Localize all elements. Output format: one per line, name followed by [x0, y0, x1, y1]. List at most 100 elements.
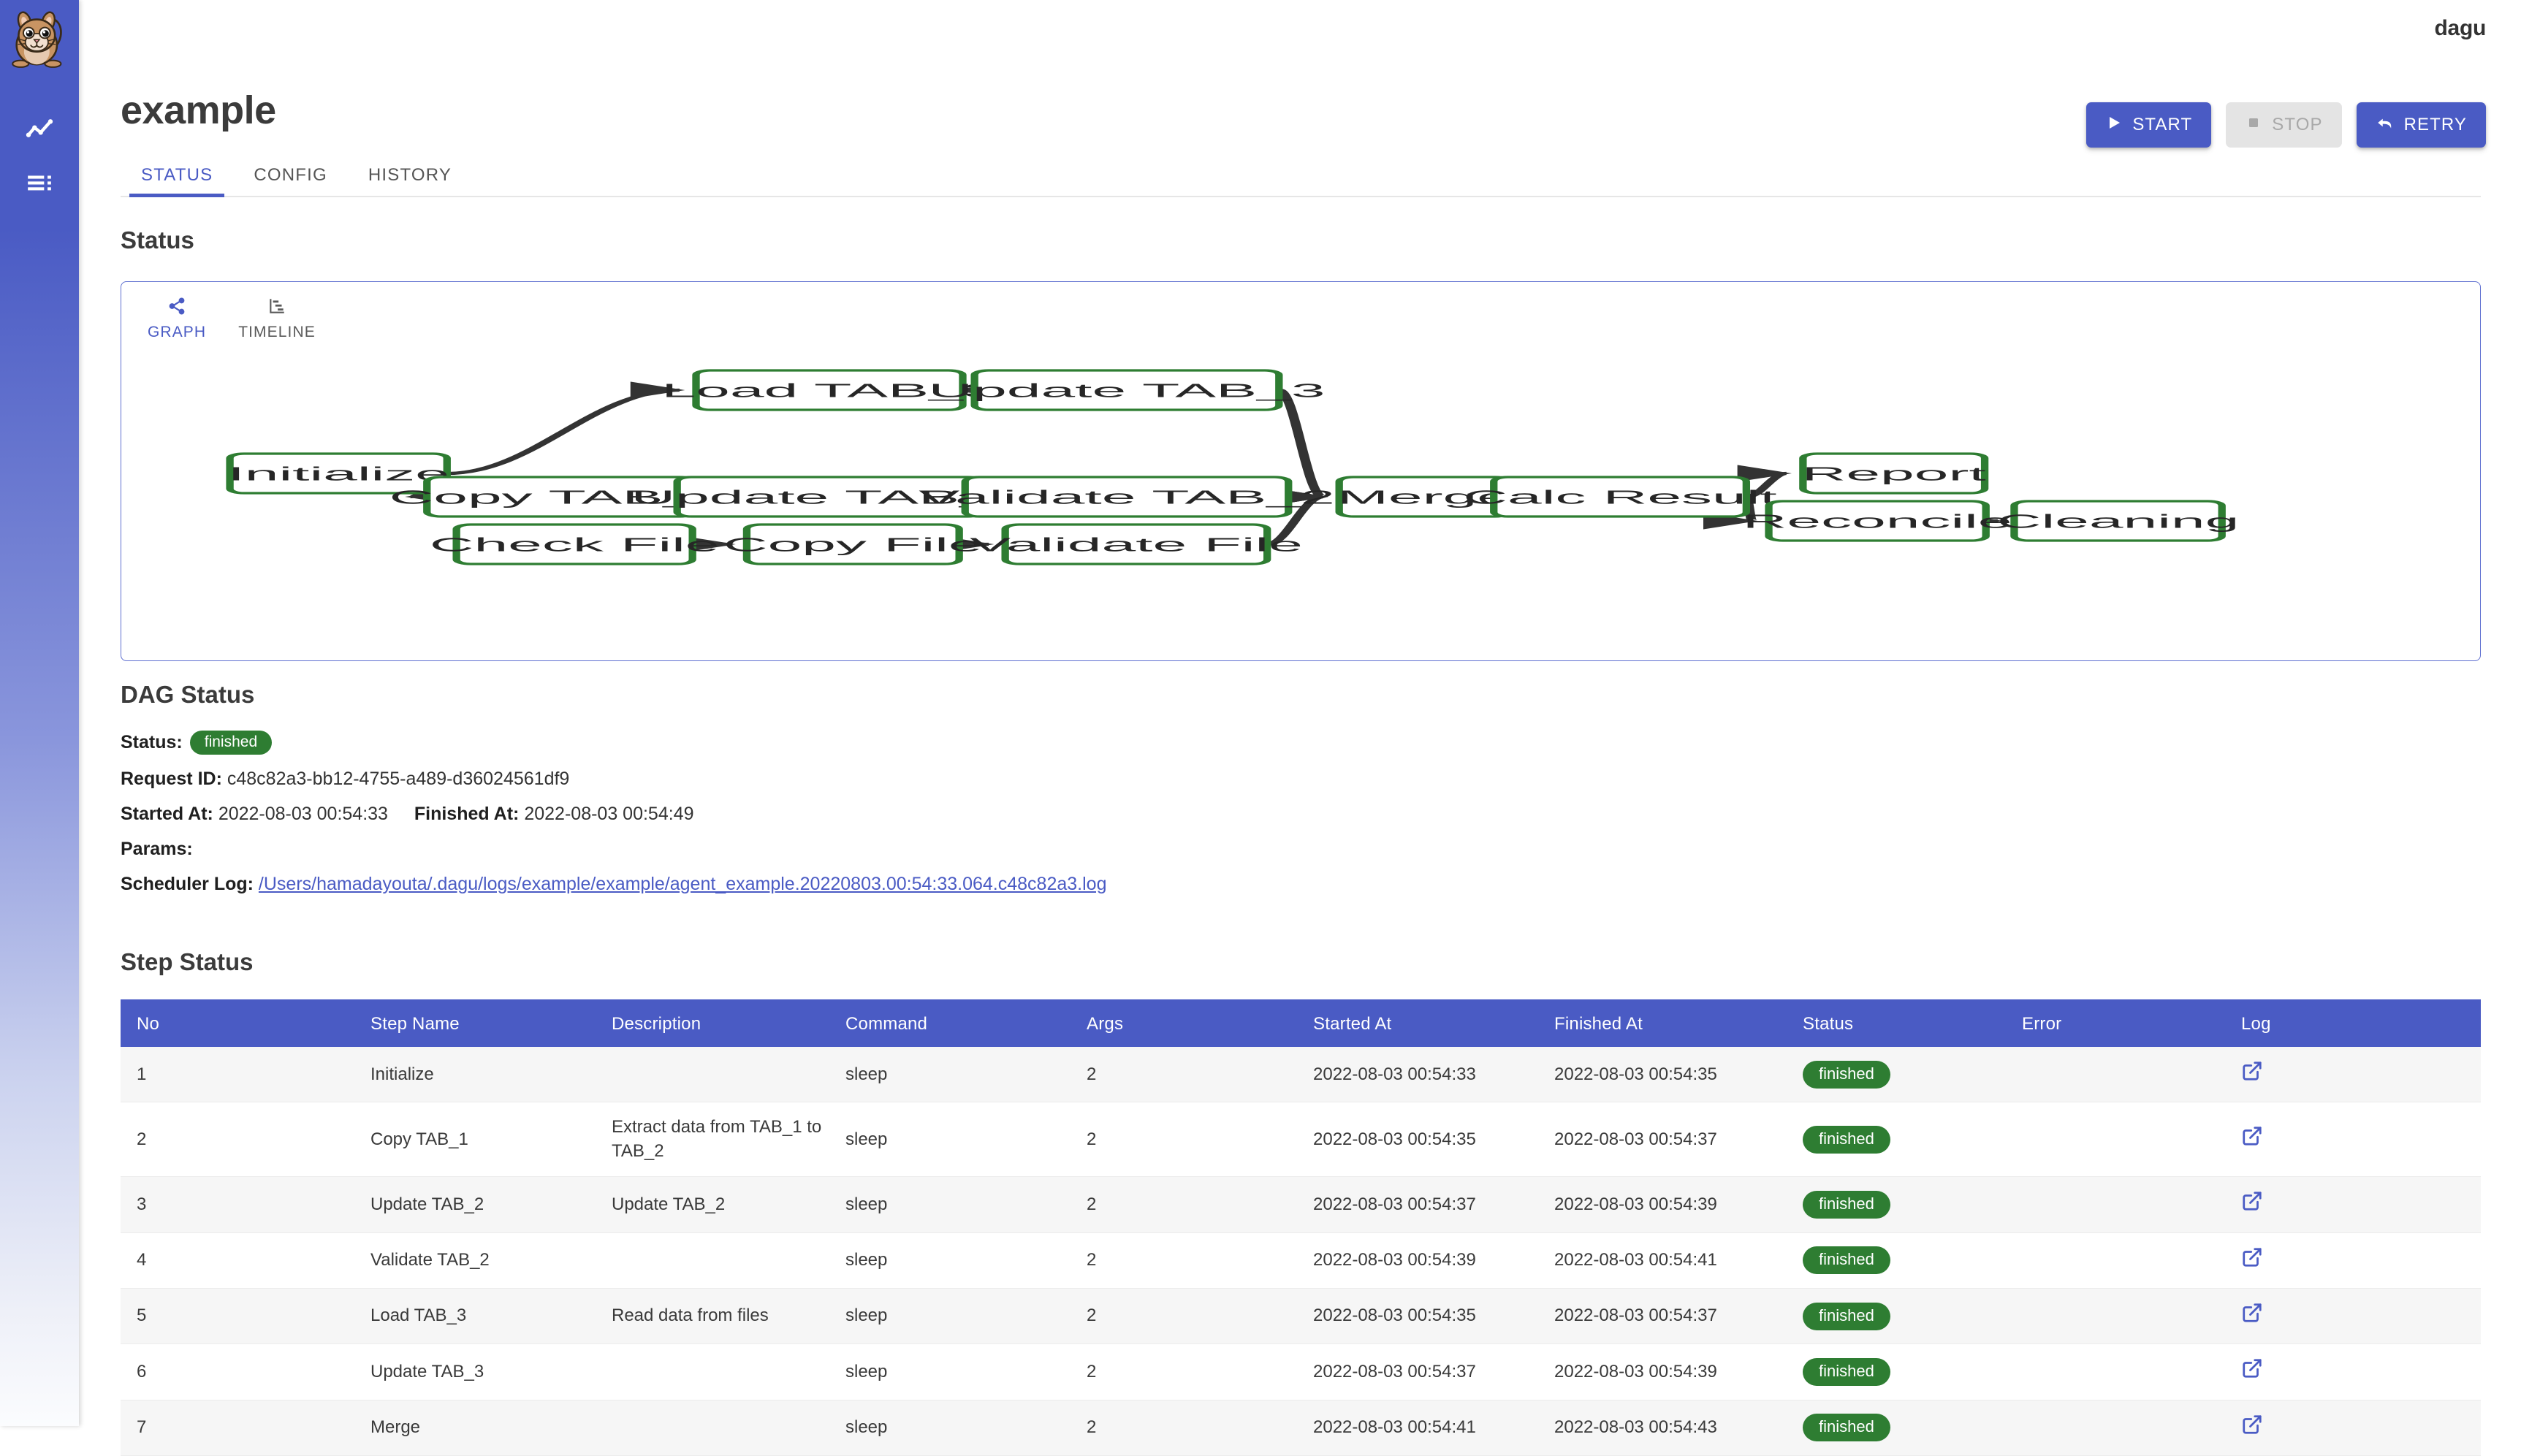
dag-node-merge[interactable]: Merge	[1335, 476, 1513, 518]
status-badge: finished	[1803, 1246, 1890, 1275]
dag-node-load_tab3[interactable]: Load TAB_3	[661, 369, 997, 411]
status-badge: finished	[189, 731, 273, 755]
cell-description	[596, 1047, 829, 1102]
col-status[interactable]: Status	[1787, 1000, 2006, 1047]
tab-config[interactable]: CONFIG	[254, 165, 327, 185]
external-link-icon[interactable]	[2241, 1192, 2263, 1216]
dag-node-copy_file[interactable]: Copy File	[723, 523, 983, 565]
cell-started-at: 2022-08-03 00:54:33	[1313, 1064, 1476, 1084]
cell-description: Update TAB_2	[612, 1194, 726, 1214]
cell-log[interactable]	[2225, 1102, 2481, 1177]
dag-node-initialize[interactable]: Initialize	[226, 452, 451, 495]
cell-log[interactable]	[2225, 1047, 2481, 1102]
cell-step-name: Merge	[370, 1417, 421, 1438]
dag-node-report[interactable]: Report	[1799, 452, 1989, 495]
status-badge: finished	[1803, 1414, 1890, 1442]
col-log[interactable]: Log	[2225, 1000, 2481, 1047]
play-icon	[2105, 114, 2123, 137]
tab-status[interactable]: STATUS	[121, 155, 233, 197]
cell-step-name: Initialize	[370, 1064, 434, 1084]
cell-error	[2006, 1102, 2225, 1177]
cell-status: finished	[1787, 1400, 2006, 1455]
finished-at-label: Finished At:	[414, 804, 520, 824]
graph-view-tab-timeline[interactable]: TIMELINE	[238, 297, 316, 341]
cell-no: 5	[137, 1306, 147, 1326]
cell-error	[2006, 1400, 2225, 1455]
cell-log[interactable]	[2225, 1400, 2481, 1455]
sidebar-item-dashboard[interactable]	[0, 110, 79, 153]
cell-description	[596, 1232, 829, 1288]
col-started-at[interactable]: Started At	[1297, 1000, 1538, 1047]
cell-status: finished	[1787, 1288, 2006, 1343]
external-link-icon[interactable]	[2241, 1127, 2263, 1151]
started-at-label: Started At:	[121, 804, 213, 824]
cell-log[interactable]	[2225, 1288, 2481, 1343]
dag-node-reconcile[interactable]: Reconcile	[1743, 500, 2012, 542]
sidebar-item-dag-list[interactable]	[0, 162, 79, 206]
status-badge: finished	[1803, 1358, 1890, 1387]
dag-node-label: Reconcile	[1743, 511, 2012, 533]
list-icon	[26, 169, 53, 200]
cell-no: 1	[137, 1064, 147, 1084]
cell-log[interactable]	[2225, 1344, 2481, 1400]
col-finished-at[interactable]: Finished At	[1538, 1000, 1787, 1047]
cell-args: 2	[1087, 1129, 1097, 1149]
cell-log[interactable]	[2225, 1232, 2481, 1288]
gerbil-logo[interactable]	[6, 7, 73, 75]
tab-history[interactable]: HISTORY	[368, 165, 452, 185]
external-link-icon[interactable]	[2241, 1303, 2263, 1328]
cell-description: Extract data from TAB_1 to TAB_2	[612, 1117, 822, 1161]
page-title: example	[121, 88, 276, 132]
dag-node-check_file[interactable]: Check File	[430, 523, 720, 565]
graph-card: GRAPH TIMELINE	[121, 281, 2481, 661]
dag-node-validate_tab2[interactable]: Validate TAB_2	[919, 476, 1335, 518]
col-step-name[interactable]: Step Name	[354, 1000, 596, 1047]
external-link-icon[interactable]	[2241, 1359, 2263, 1384]
step-status-heading: Step Status	[121, 948, 254, 975]
col-no[interactable]: No	[121, 1000, 354, 1047]
col-error[interactable]: Error	[2006, 1000, 2225, 1047]
dag-node-cleaning[interactable]: Cleaning	[1997, 500, 2239, 542]
col-description[interactable]: Description	[596, 1000, 829, 1047]
dag-node-validate_file[interactable]: Validate File	[970, 523, 1303, 565]
status-section-heading: Status	[121, 226, 194, 254]
col-command[interactable]: Command	[829, 1000, 1071, 1047]
external-link-icon[interactable]	[2241, 1061, 2263, 1086]
external-link-icon[interactable]	[2241, 1415, 2263, 1440]
dag-node-box	[1765, 500, 1990, 542]
cell-args: 2	[1087, 1064, 1097, 1084]
retry-button[interactable]: RETRY	[2356, 102, 2486, 148]
graph-view-tab-graph[interactable]: GRAPH	[148, 297, 206, 341]
request-id-value: c48c82a3-bb12-4755-a489-d36024561df9	[227, 769, 570, 789]
step-status-table: No Step Name Description Command Args St…	[121, 999, 2481, 1456]
cell-status: finished	[1787, 1102, 2006, 1177]
cell-command: sleep	[845, 1064, 888, 1084]
dag-node-box	[2010, 500, 2226, 542]
cell-description	[596, 1400, 829, 1455]
cell-finished-at: 2022-08-03 00:54:37	[1554, 1129, 1717, 1149]
stop-button-label: STOP	[2272, 115, 2323, 134]
start-button[interactable]: START	[2086, 102, 2212, 148]
scheduler-log-link[interactable]: /Users/hamadayouta/.dagu/logs/example/ex…	[258, 874, 1107, 894]
cell-command: sleep	[845, 1361, 888, 1381]
dag-node-calc_result[interactable]: Calc Result	[1463, 476, 1777, 518]
dag-times-row: Started At: 2022-08-03 00:54:33 Finished…	[121, 804, 694, 825]
stop-button[interactable]: STOP	[2226, 102, 2342, 148]
external-link-icon[interactable]	[2241, 1247, 2263, 1273]
params-label: Params:	[121, 839, 193, 859]
cell-args: 2	[1087, 1194, 1097, 1214]
graph-view-tab-timeline-label: TIMELINE	[238, 324, 316, 340]
retry-button-label: RETRY	[2403, 115, 2467, 134]
cell-log[interactable]	[2225, 1177, 2481, 1232]
col-args[interactable]: Args	[1071, 1000, 1297, 1047]
dag-node-update_tab3[interactable]: Update TAB_3	[928, 369, 1326, 411]
